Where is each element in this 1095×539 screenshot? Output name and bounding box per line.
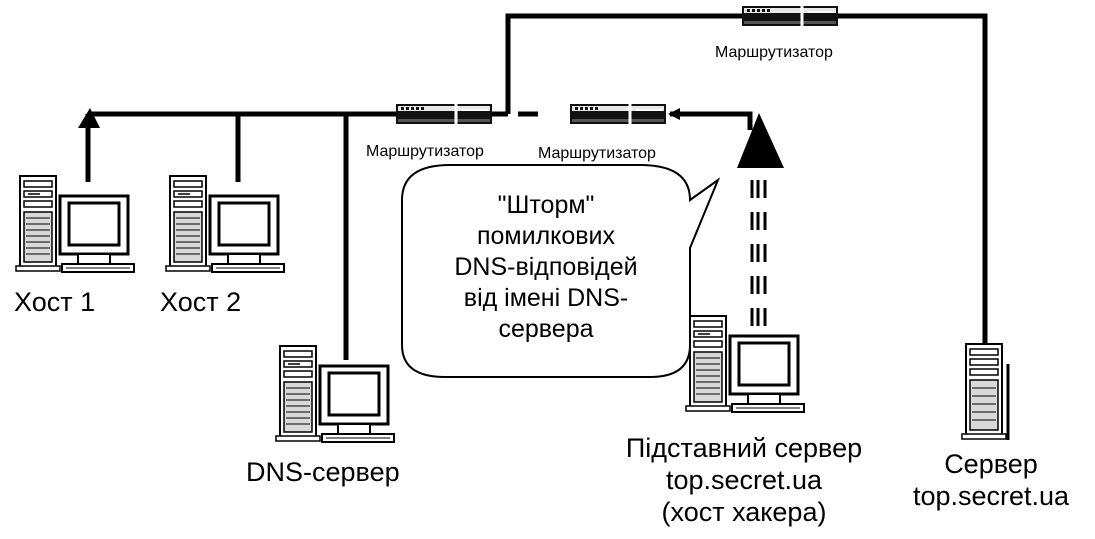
callout-line: "Шторм" <box>497 191 595 219</box>
real-server-computer-icon <box>961 343 1010 440</box>
router-left-label: Маршрутизатор <box>366 143 484 160</box>
host-2-computer-icon <box>164 174 286 274</box>
callout-bubble <box>401 164 721 378</box>
callout-line: DNS-відповідей <box>454 253 638 281</box>
callout-line: помилкових <box>476 222 616 250</box>
host-1-label: Хост 1 <box>14 287 96 317</box>
host-2-label: Хост 2 <box>160 287 242 317</box>
callout-line: від імені DNS- <box>463 284 629 312</box>
dns-server-computer-icon <box>274 344 396 444</box>
dns-server-label: DNS-сервер <box>246 457 400 487</box>
callout-text: "Шторм" помилкових DNS-відповідей від ім… <box>415 190 677 345</box>
real-server-label-line1: Сервер <box>944 449 1038 479</box>
host-1-computer-icon <box>14 174 136 274</box>
router-left <box>394 102 494 126</box>
router-top <box>740 4 840 28</box>
storm-arrow-icon <box>737 113 784 168</box>
storm-signal <box>750 180 767 326</box>
fake-server-label-line2: top.secret.ua <box>665 465 823 495</box>
fake-server-label: Підставний сервер top.secret.ua (хост ха… <box>594 432 894 528</box>
fake-server-computer-icon <box>684 314 806 414</box>
callout-line: сервера <box>498 315 594 343</box>
router-right <box>568 102 668 126</box>
arrow-left-icon <box>668 108 680 120</box>
arrow-up-icon <box>78 108 100 128</box>
real-server-label: Сервер top.secret.ua <box>896 448 1086 512</box>
real-server-label-line2: top.secret.ua <box>912 481 1070 511</box>
router-right-label: Маршрутизатор <box>538 145 656 162</box>
fake-server-label-line1: Підставний сервер <box>625 433 863 463</box>
fake-server-label-line3: (хост хакера) <box>661 497 827 527</box>
router-top-label: Маршрутизатор <box>715 44 833 61</box>
